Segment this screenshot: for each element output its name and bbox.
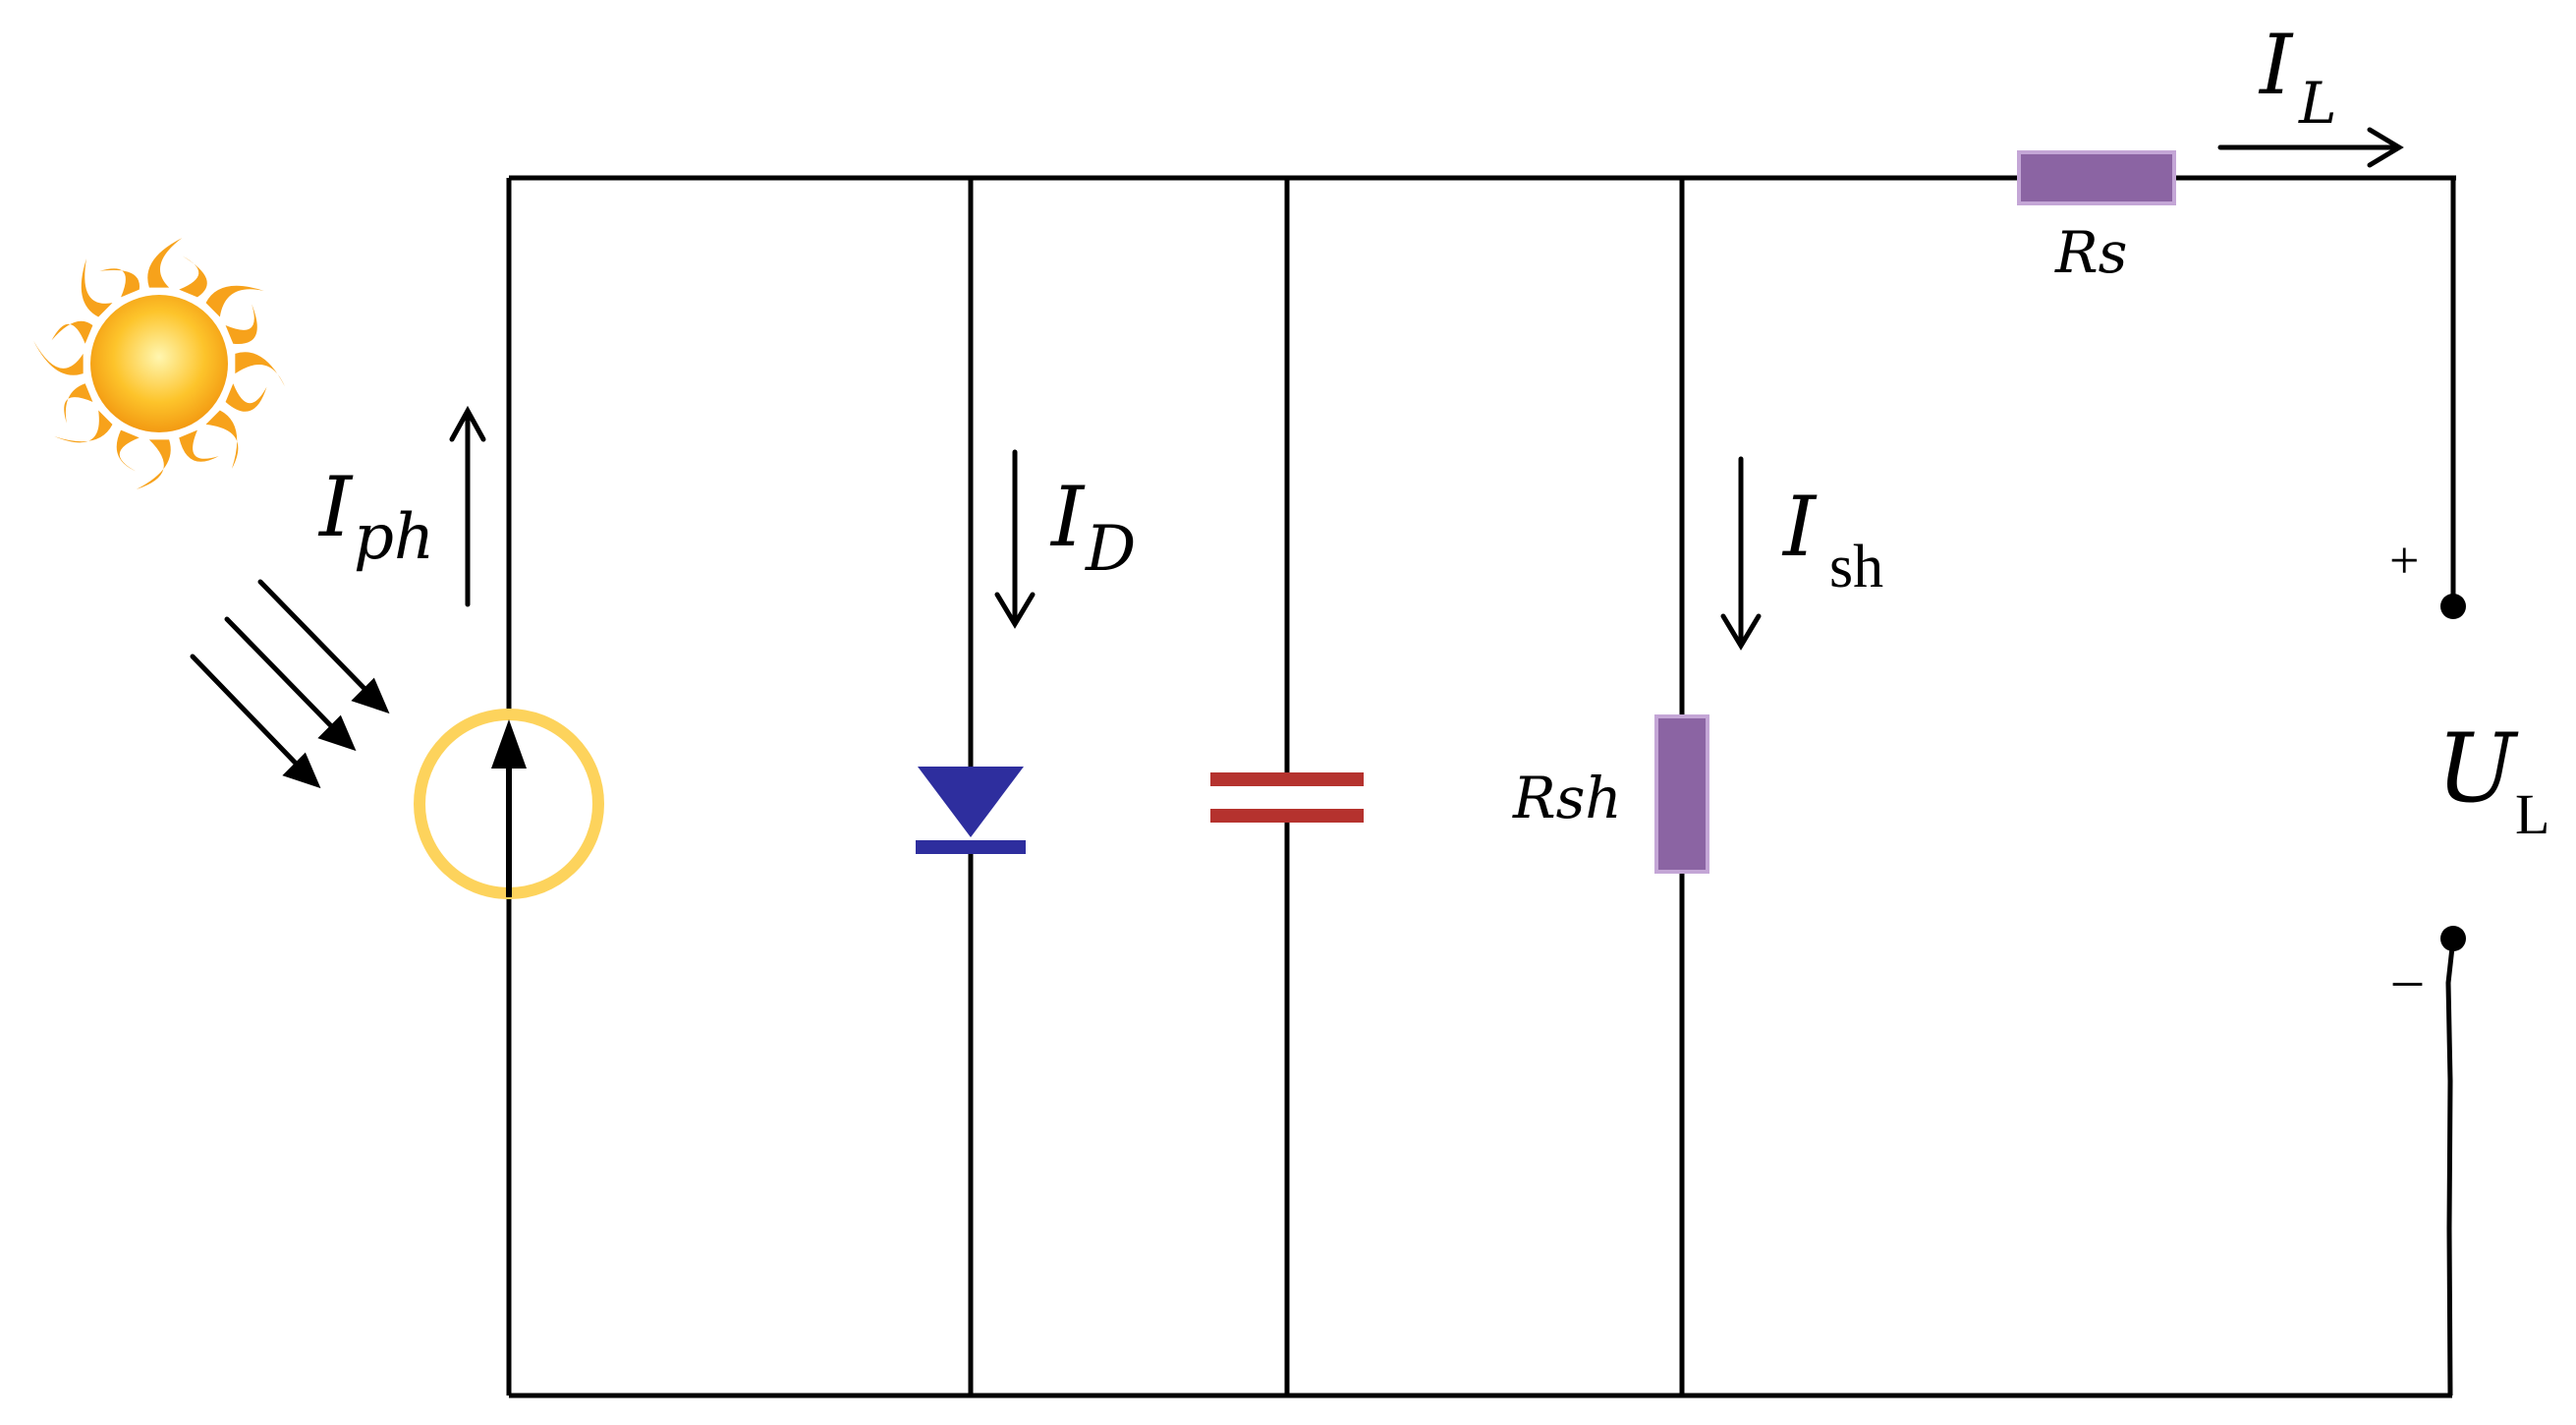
ish-label: I: [1781, 479, 1818, 575]
id-subscript: D: [1085, 513, 1136, 586]
sun-ray: [64, 383, 93, 424]
sun-ray: [147, 238, 183, 288]
series-resistor: [2017, 150, 2176, 205]
rs-label: Rs: [2054, 219, 2127, 286]
light-rays-icon: [190, 579, 390, 789]
il-subscript: L: [2298, 70, 2337, 137]
sun-icon: [33, 238, 285, 489]
capacitor-plate-top: [1210, 772, 1364, 786]
id-arrow-head: [994, 592, 1036, 629]
sun-ray: [33, 340, 84, 375]
il-arrow-head: [2367, 127, 2404, 168]
current-source: [414, 709, 604, 899]
sun-ray: [235, 352, 285, 387]
shunt-resistor: [1654, 714, 1709, 874]
sun-ray: [225, 383, 267, 412]
id-label: I: [1049, 469, 1086, 565]
diode-triangle: [918, 767, 1024, 837]
current-arrows: [449, 127, 2404, 651]
capacitor: [1210, 772, 1364, 823]
negative-terminal: [2440, 926, 2466, 951]
source-arrow-head: [491, 719, 527, 769]
sun-ray: [99, 268, 140, 298]
ul-subscript: L: [2515, 782, 2549, 846]
positive-terminal: [2440, 594, 2466, 619]
iph-label: I: [317, 459, 354, 555]
wires: [506, 175, 2456, 1398]
iph-arrow-head: [449, 405, 486, 442]
sun-ray: [205, 285, 264, 317]
minus-sign: –: [2392, 946, 2423, 1010]
rsh-label: Rsh: [1512, 765, 1622, 831]
ul-label: U: [2436, 713, 2519, 824]
sun-ray: [116, 429, 140, 472]
right-wire-bottom: [2445, 938, 2456, 1396]
diode: [916, 767, 1026, 854]
sun-ray: [54, 410, 113, 443]
plus-sign: +: [2389, 531, 2419, 590]
diode-bar: [916, 840, 1026, 854]
il-label: I: [2258, 17, 2294, 113]
iph-subscript: ph: [354, 501, 434, 574]
sun-ray: [136, 439, 171, 489]
sun-ray: [179, 429, 219, 462]
sun-ray: [51, 320, 93, 344]
sun-ray: [179, 256, 207, 298]
ish-subscript: sh: [1829, 534, 1883, 600]
ish-arrow-head: [1720, 613, 1762, 651]
sun-core: [90, 295, 228, 432]
sun-ray: [81, 258, 113, 317]
capacitor-plate-bottom: [1210, 809, 1364, 823]
sun-ray: [205, 410, 239, 469]
sun-ray: [225, 304, 257, 344]
